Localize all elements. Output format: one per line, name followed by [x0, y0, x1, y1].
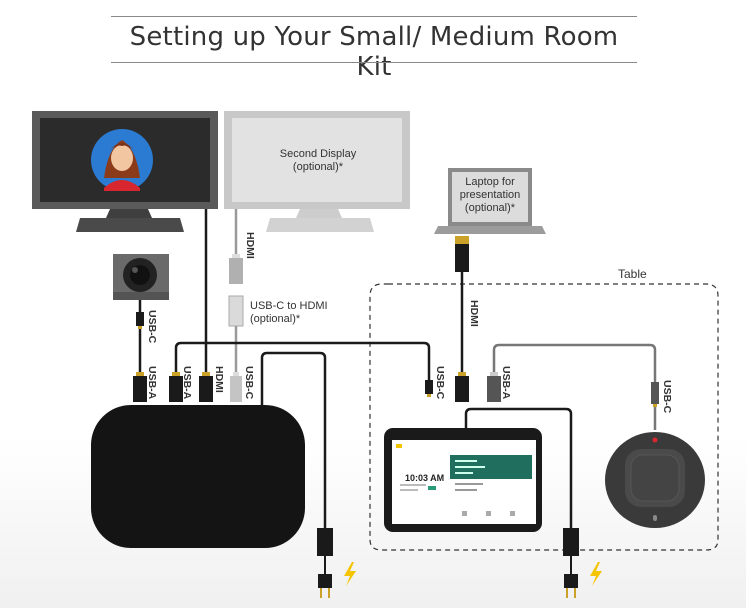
laptop-hdmi-label: HDMI	[468, 300, 480, 327]
compute-hub	[91, 405, 305, 548]
second-display-label: Second Display (optional)*	[270, 148, 366, 174]
page-title: Setting up Your Small/ Medium Room Kit	[129, 22, 619, 82]
table-region	[369, 283, 719, 551]
camera-icon	[113, 254, 169, 300]
title-top-rule	[111, 16, 637, 17]
table-label: Table	[618, 267, 647, 281]
hub-hdmi-label: HDMI	[213, 366, 225, 393]
second-display	[224, 111, 410, 232]
tablet-usba-label: USB-A	[500, 366, 512, 400]
second-display-line-1: Second Display	[279, 148, 357, 160]
second-display-hdmi-label: HDMI	[244, 232, 256, 259]
laptop-label: Laptop for presentation (optional)*	[448, 176, 532, 215]
power-bolt-icon	[590, 562, 602, 586]
usbc-to-hdmi-line-1: USB-C to HDMI	[250, 300, 328, 312]
person-avatar-icon	[91, 129, 153, 191]
laptop-line-1: Laptop for	[465, 176, 515, 188]
hub-usba-label: USB-A	[181, 366, 193, 400]
tablet-usbc-label: USB-C	[434, 366, 446, 400]
speakerphone-icon	[605, 432, 705, 528]
power-bolt-icon	[344, 562, 356, 586]
laptop-line-3: (optional)*	[464, 202, 516, 214]
tablet-time: 10:03 AM	[405, 473, 445, 483]
tablet-controller	[384, 428, 542, 532]
second-display-line-2: (optional)*	[292, 161, 344, 173]
laptop	[434, 168, 546, 234]
usbc-to-hdmi-label: USB-C to HDMI (optional)*	[250, 300, 328, 326]
usbc-to-hdmi-line-2: (optional)*	[250, 313, 301, 325]
hub-usbc-label: USB-C	[243, 366, 255, 400]
camera-usba-label: USB-A	[146, 366, 158, 400]
title-bottom-rule	[111, 62, 637, 63]
camera-usbc-label: USB-C	[146, 310, 158, 344]
speaker-usbc-label: USB-C	[661, 380, 673, 414]
laptop-line-2: presentation	[459, 189, 521, 201]
